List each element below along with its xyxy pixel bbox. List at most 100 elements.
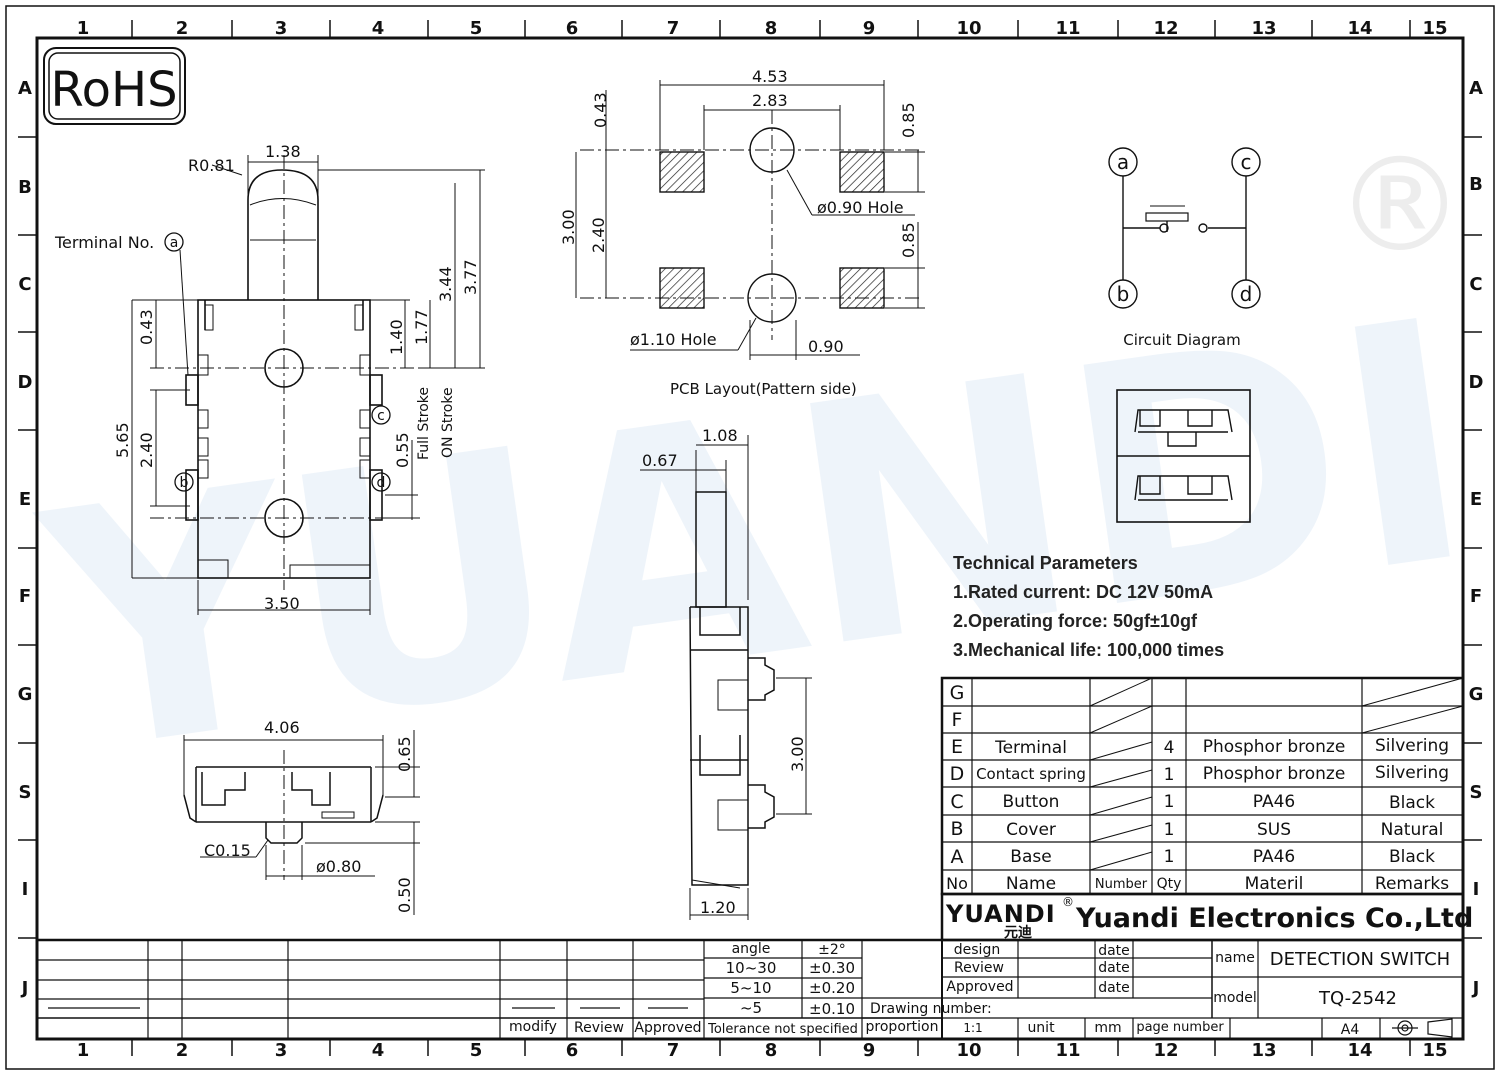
- bom-name: Terminal: [994, 738, 1067, 758]
- dim-240: 2.40: [589, 217, 608, 253]
- circuit-terminal-c: c: [1241, 150, 1252, 174]
- side-view-terminal-markers: a b c d: [164, 232, 391, 492]
- col-label: 7: [667, 18, 680, 39]
- model-label: model: [1213, 990, 1257, 1006]
- tech-item: 3.Mechanical life: 100,000 times: [953, 640, 1224, 660]
- bom-no: B: [950, 818, 963, 840]
- proportion-label: proportion: [866, 1019, 939, 1035]
- bom-remarks: Silvering: [1375, 763, 1449, 783]
- col-label: 10: [956, 1040, 981, 1061]
- col-label: 7: [667, 1040, 680, 1061]
- terminal-marker-c: c: [377, 408, 385, 424]
- col-label: 12: [1153, 1040, 1178, 1061]
- bom-header: Materil: [1245, 874, 1304, 894]
- company-reg-mark: ®: [1062, 895, 1074, 909]
- rohs-text: RoHS: [50, 62, 177, 118]
- col-label: 14: [1347, 18, 1372, 39]
- dim-090: 0.90: [808, 337, 844, 356]
- dim-300: 3.00: [788, 736, 807, 772]
- dim-120: 1.20: [700, 898, 736, 917]
- col-label: 12: [1153, 18, 1178, 39]
- dim-c015: C0.15: [204, 841, 251, 860]
- title-block-text: angle ±2° 10~30 ±0.30 5~10 ±0.20 ~5 ±0.1…: [509, 941, 1450, 1038]
- terminal-marker-a: a: [170, 235, 179, 251]
- dim-085: 0.85: [899, 102, 918, 138]
- angle-label: angle: [732, 941, 771, 957]
- row-label: E: [1470, 489, 1482, 510]
- full-stroke-label: Full Stroke: [416, 387, 432, 460]
- col-label: 9: [863, 18, 876, 39]
- company-row: YUANDI 元迪 ® Yuandi Electronics Co.,Ltd: [940, 892, 1473, 942]
- row-label: B: [1469, 174, 1483, 195]
- side-view: [131, 155, 485, 615]
- bom-qty: 1: [1164, 792, 1175, 812]
- bom-qty: 1: [1164, 765, 1175, 785]
- bom-header: Name: [1006, 874, 1056, 894]
- col-label: 15: [1422, 18, 1447, 39]
- row-label: G: [1469, 684, 1484, 705]
- bom-qty: 1: [1164, 820, 1175, 840]
- bom-remarks: Silvering: [1375, 736, 1449, 756]
- row-label: J: [20, 978, 29, 999]
- bom-remarks: Black: [1389, 847, 1435, 867]
- row-label: A: [1469, 78, 1483, 99]
- dim-138: 1.38: [265, 142, 301, 161]
- bom-name: Contact spring: [976, 765, 1086, 783]
- bom-material: PA46: [1253, 792, 1295, 812]
- col-label: 8: [765, 18, 778, 39]
- grid-labels: 1 2 3 4 5 6 7 8 9 10 11 12 13 14 15 1 2 …: [18, 18, 1484, 1061]
- circuit-terminal-d: d: [1240, 282, 1253, 306]
- sheet-border: [5, 5, 1495, 1070]
- detail-views: [1116, 389, 1251, 523]
- dim-108: 1.08: [702, 426, 738, 445]
- range-1: 10~30: [726, 959, 777, 977]
- dim-080: ø0.80: [316, 857, 361, 876]
- name-label: name: [1215, 950, 1255, 966]
- circuit-diagram: [1108, 147, 1261, 309]
- bom-qty: 4: [1164, 738, 1175, 758]
- page-number-label: page number: [1136, 1020, 1224, 1035]
- bom-header: Number: [1095, 877, 1148, 892]
- dim-240: 2.40: [137, 432, 156, 468]
- pcb-dimensions: 4.53 2.83 0.43 0.85 0.85 3.00 2.40 ø0.90…: [559, 67, 918, 398]
- row-label: D: [1469, 372, 1484, 393]
- pcb-caption: PCB Layout(Pattern side): [670, 380, 857, 398]
- bom-remarks: Black: [1389, 793, 1435, 813]
- dim-r081: R0.81: [188, 156, 235, 175]
- col-label: 13: [1251, 1040, 1276, 1061]
- bom-no: A: [951, 846, 964, 868]
- hole-110-label: ø1.10 Hole: [630, 330, 717, 349]
- dim-043: 0.43: [137, 309, 156, 345]
- row-label: D: [18, 372, 33, 393]
- bom-qty: 1: [1164, 847, 1175, 867]
- drawing-number-label: Drawing number:: [870, 1001, 992, 1017]
- rohs-badge: RoHS: [43, 47, 186, 125]
- design-label: design: [954, 942, 1000, 958]
- dim-283: 2.83: [752, 91, 788, 110]
- tech-item: 1.Rated current: DC 12V 50mA: [953, 582, 1213, 602]
- row-label: I: [1473, 879, 1480, 900]
- dim-453: 4.53: [752, 67, 788, 86]
- circuit-labels: a b c d Circuit Diagram: [1117, 150, 1253, 349]
- col-label: 11: [1055, 18, 1080, 39]
- company-logo: YUANDI: [945, 900, 1056, 928]
- bom-material: Phosphor bronze: [1203, 764, 1346, 784]
- date-label: date: [1098, 943, 1130, 959]
- col-label: 3: [275, 18, 288, 39]
- side-view-dimensions: R0.81 1.38 Terminal No. 3.50 0.43 5.65 2…: [54, 142, 480, 613]
- dim-177: 1.77: [412, 309, 431, 345]
- bom-no: D: [950, 763, 965, 785]
- col-label: 5: [470, 1040, 483, 1061]
- bom-material: SUS: [1257, 820, 1291, 840]
- dim-065: 0.65: [395, 736, 414, 772]
- bom-no: G: [950, 682, 965, 704]
- col-label: 15: [1422, 1040, 1447, 1061]
- dim-043: 0.43: [591, 92, 610, 128]
- on-stroke-label: ON Stroke: [440, 387, 456, 458]
- col-label: 8: [765, 1040, 778, 1061]
- row-label: A: [18, 78, 32, 99]
- col-label: 5: [470, 18, 483, 39]
- tolerance-note: Tolerance not specified: [707, 1022, 858, 1037]
- tolerance-3: ±0.10: [809, 1000, 855, 1018]
- bom-name: Cover: [1006, 820, 1056, 840]
